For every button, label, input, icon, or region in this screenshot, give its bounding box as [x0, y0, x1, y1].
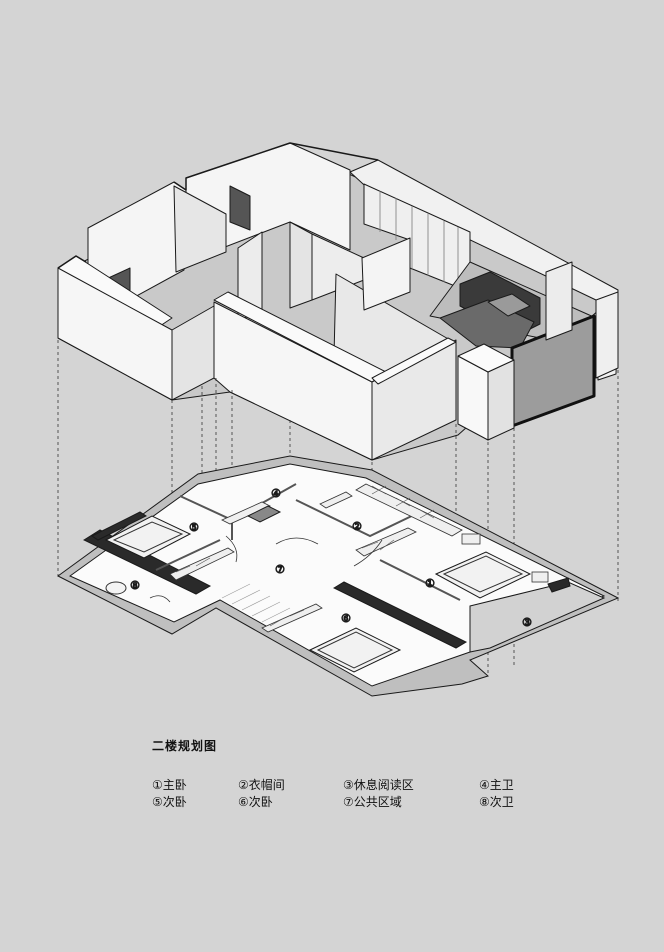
plan-bed-master-inner	[442, 555, 524, 593]
plan-label-7: ⑦	[275, 563, 285, 576]
plan-toilet	[105, 581, 127, 595]
column-right-side	[487, 359, 515, 441]
plan-stairs	[221, 583, 291, 623]
partition-wall	[361, 237, 411, 311]
legend-text: 次卫	[489, 795, 514, 809]
plan-label-5: ⑤	[189, 521, 199, 534]
legend-num: ⑤	[152, 795, 163, 809]
plan-cabinets	[169, 483, 549, 633]
legend-text: 次卧	[162, 795, 187, 809]
plan-shower	[246, 505, 282, 523]
legend-item-2: ②衣帽间	[238, 776, 285, 793]
plan-label-8: ⑧	[130, 579, 140, 592]
plan-bed-second-inner	[112, 521, 184, 553]
plan-dark-wall-3	[91, 511, 147, 541]
plan-bed-second	[104, 515, 192, 559]
plan-label-2: ②	[352, 520, 362, 533]
plan-label-6: ⑥	[341, 612, 351, 625]
legend-text: 主卫	[489, 778, 514, 792]
right-end-wall	[595, 291, 619, 379]
bed-pillows	[487, 293, 531, 317]
plan-label-3: ③	[522, 616, 532, 629]
legend-num: ①	[152, 778, 163, 792]
legend-text: 次卧	[248, 795, 273, 809]
plan-bed-master	[434, 551, 532, 599]
plan-bed-third	[308, 627, 402, 673]
legend-num: ⑦	[343, 795, 354, 809]
front-wall-right-top	[371, 337, 457, 385]
legend-num: ③	[343, 778, 354, 792]
dark-niche-1	[229, 185, 251, 231]
legend-num: ②	[238, 778, 249, 792]
plan-dark-wall-4	[547, 577, 571, 593]
legend-text: 衣帽间	[248, 778, 285, 792]
legend-item-7: ⑦公共区域	[343, 793, 402, 810]
interior-wall-3	[289, 221, 313, 309]
legend-title: 二楼规划图	[152, 739, 218, 753]
column-right-top	[457, 343, 515, 373]
legend-item-3: ③休息阅读区	[343, 776, 414, 793]
legend-num: ④	[479, 778, 490, 792]
legend-item-1: ①主卧	[152, 776, 187, 793]
legend-text: 主卧	[162, 778, 187, 792]
legend-text: 休息阅读区	[353, 778, 414, 792]
interior-wall-1	[173, 185, 227, 273]
legend-num: ⑧	[479, 795, 490, 809]
axonometric-model	[57, 142, 619, 461]
legend-item-6: ⑥次卧	[238, 793, 273, 810]
plan-label-4: ④	[271, 487, 281, 500]
legend-item-8: ⑧次卫	[479, 793, 514, 810]
legend-num: ⑥	[238, 795, 249, 809]
plan-label-1: ①	[425, 577, 435, 590]
legend-text: 公共区域	[353, 795, 402, 809]
plan-dark-wall-2	[332, 581, 468, 649]
legend-item-5: ⑤次卧	[152, 793, 187, 810]
flat-floor-plan: ① ② ③ ④ ⑤ ⑥ ⑦ ⑧	[57, 455, 620, 697]
balcony-wall	[545, 261, 573, 341]
legend-item-4: ④主卫	[479, 776, 514, 793]
plan-bed-third-inner	[316, 631, 394, 669]
